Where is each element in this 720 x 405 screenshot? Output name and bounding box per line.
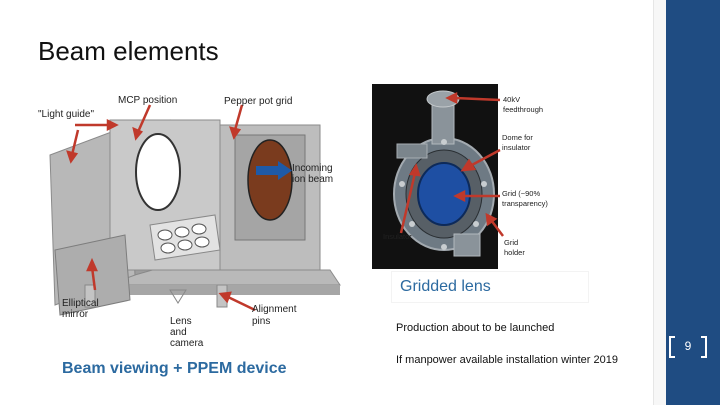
page-number: 9 [669,334,707,358]
page-number-text: 9 [684,339,692,353]
ppem-device-image [49,104,341,316]
right-figure-arrows [399,91,504,237]
bracket-right-icon [701,336,707,358]
label-dome: Dome for insulator [502,133,533,152]
label-incoming-ion-beam: Incoming ion beam [292,163,334,185]
label-grid: Grid (~90% transparency) [502,189,548,208]
label-grid-holder: Grid holder [504,238,525,257]
bullet-production: Production about to be launched [396,322,555,334]
sidebar-strip [653,0,666,405]
label-lens-and-camera: Lens and camera [170,316,204,349]
gridded-lens-image [372,84,498,269]
label-feedthrough: 40kV feedthrough [503,95,544,114]
label-alignment-pins: Alignment pins [252,304,297,327]
label-light-guide: "Light guide" [38,109,95,120]
slide-title: Beam elements [38,36,219,66]
label-insulator: Insulator [383,232,412,241]
figure-caption: Beam viewing + PPEM device [62,360,287,377]
label-mcp-position: MCP position [118,95,178,106]
gridded-lens-title: Gridded lens [392,272,588,302]
bracket-left-icon [669,336,675,358]
bullet-installation: If manpower available installation winte… [396,354,618,366]
slide-sidebar [666,0,720,405]
label-pepper-pot-grid: Pepper pot grid [224,96,293,107]
label-elliptical-mirror: Elliptical mirror [62,298,99,320]
